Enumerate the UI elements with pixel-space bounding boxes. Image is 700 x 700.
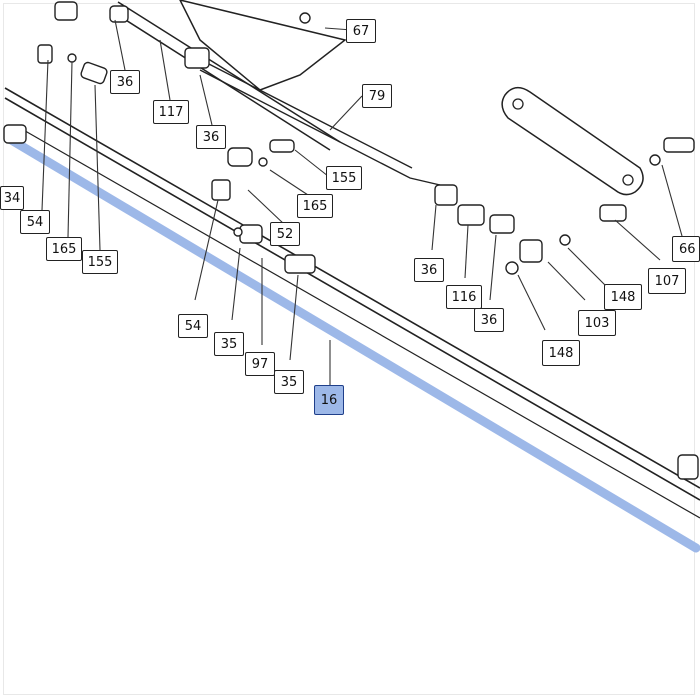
shaft-highlight[interactable]	[3, 133, 700, 553]
callout-116[interactable]: 116	[446, 285, 482, 309]
callout-97[interactable]: 97	[245, 352, 275, 376]
callout-54[interactable]: 54	[178, 314, 208, 338]
callout-67[interactable]: 67	[346, 19, 376, 43]
callout-107[interactable]: 107	[648, 268, 686, 294]
callout-35[interactable]: 35	[274, 370, 304, 394]
callout-165[interactable]: 165	[46, 237, 82, 261]
link-arm	[501, 86, 644, 196]
callout-103[interactable]: 103	[578, 310, 616, 336]
shaft-lower-edge	[4, 97, 700, 501]
callout-52[interactable]: 52	[270, 222, 300, 246]
callout-165[interactable]: 165	[297, 194, 333, 218]
diagram-frame	[3, 3, 695, 695]
link-hole-2	[622, 174, 634, 186]
callout-155[interactable]: 155	[82, 250, 118, 274]
callout-36[interactable]: 36	[414, 258, 444, 282]
rod-79	[199, 61, 441, 186]
callout-148[interactable]: 148	[542, 340, 580, 366]
callout-117[interactable]: 117	[153, 100, 189, 124]
callout-34[interactable]: 34	[0, 186, 24, 210]
callout-79[interactable]: 79	[362, 84, 392, 108]
plate-67	[179, 0, 347, 91]
leader-lines	[41, 19, 683, 385]
callout-16-highlighted[interactable]: 16	[314, 385, 344, 415]
hardware-group	[3, 1, 699, 480]
callout-36[interactable]: 36	[474, 308, 504, 332]
callout-54[interactable]: 54	[20, 210, 50, 234]
callout-155[interactable]: 155	[326, 166, 362, 190]
shaft-upper-edge	[4, 87, 700, 489]
callout-35[interactable]: 35	[214, 332, 244, 356]
callout-36[interactable]: 36	[110, 70, 140, 94]
link-hole-1	[512, 98, 524, 110]
shaft-rear-edge	[19, 127, 700, 519]
callout-148[interactable]: 148	[604, 284, 642, 310]
callout-36[interactable]: 36	[196, 125, 226, 149]
callout-66[interactable]: 66	[672, 236, 700, 262]
